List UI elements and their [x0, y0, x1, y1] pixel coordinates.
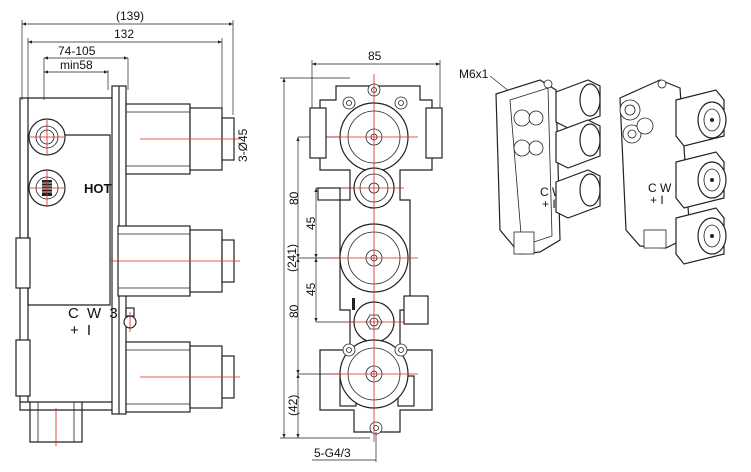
label-hot: HOT: [84, 181, 112, 196]
front-view: 85 (241) 80 80 45 45 (42): [280, 49, 443, 462]
dim-width-text: 132: [114, 27, 134, 41]
label-sign: + I: [70, 322, 93, 339]
dim-outlets-text: 3-Ø45: [236, 128, 250, 162]
svg-text:+ I: + I: [650, 193, 664, 207]
dim-front-width-text: 85: [368, 49, 382, 63]
dim-total-text: (241): [285, 244, 299, 272]
svg-text:C W 3: C W 3: [648, 181, 682, 195]
dim-ports-text: 5-G4/3: [314, 446, 351, 460]
valve-body-outline: [319, 85, 433, 433]
dim-overall-text: (139): [116, 9, 144, 23]
dim-min-text: min58: [60, 58, 93, 72]
dim-range-text: 74-105: [58, 44, 96, 58]
side-view: (139) 132 74-105 min58 HOT: [15, 9, 250, 446]
iso-body-left: C W 3 + I: [495, 79, 601, 255]
label-cw: C W 3: [68, 305, 120, 322]
iso-body-right: C W 3 + I: [619, 79, 727, 265]
dim-42-text: (42): [286, 395, 300, 416]
dim-80-top-text: 80: [287, 191, 301, 205]
isometric-view: M6x1 C W 3 + I: [459, 67, 727, 265]
dim-45-top-text: 45: [304, 216, 318, 230]
svg-text:+ I: + I: [542, 197, 556, 211]
dim-80-bottom-text: 80: [287, 304, 301, 318]
label-bolt: M6x1: [459, 67, 489, 81]
dim-45-bottom-text: 45: [304, 282, 318, 296]
